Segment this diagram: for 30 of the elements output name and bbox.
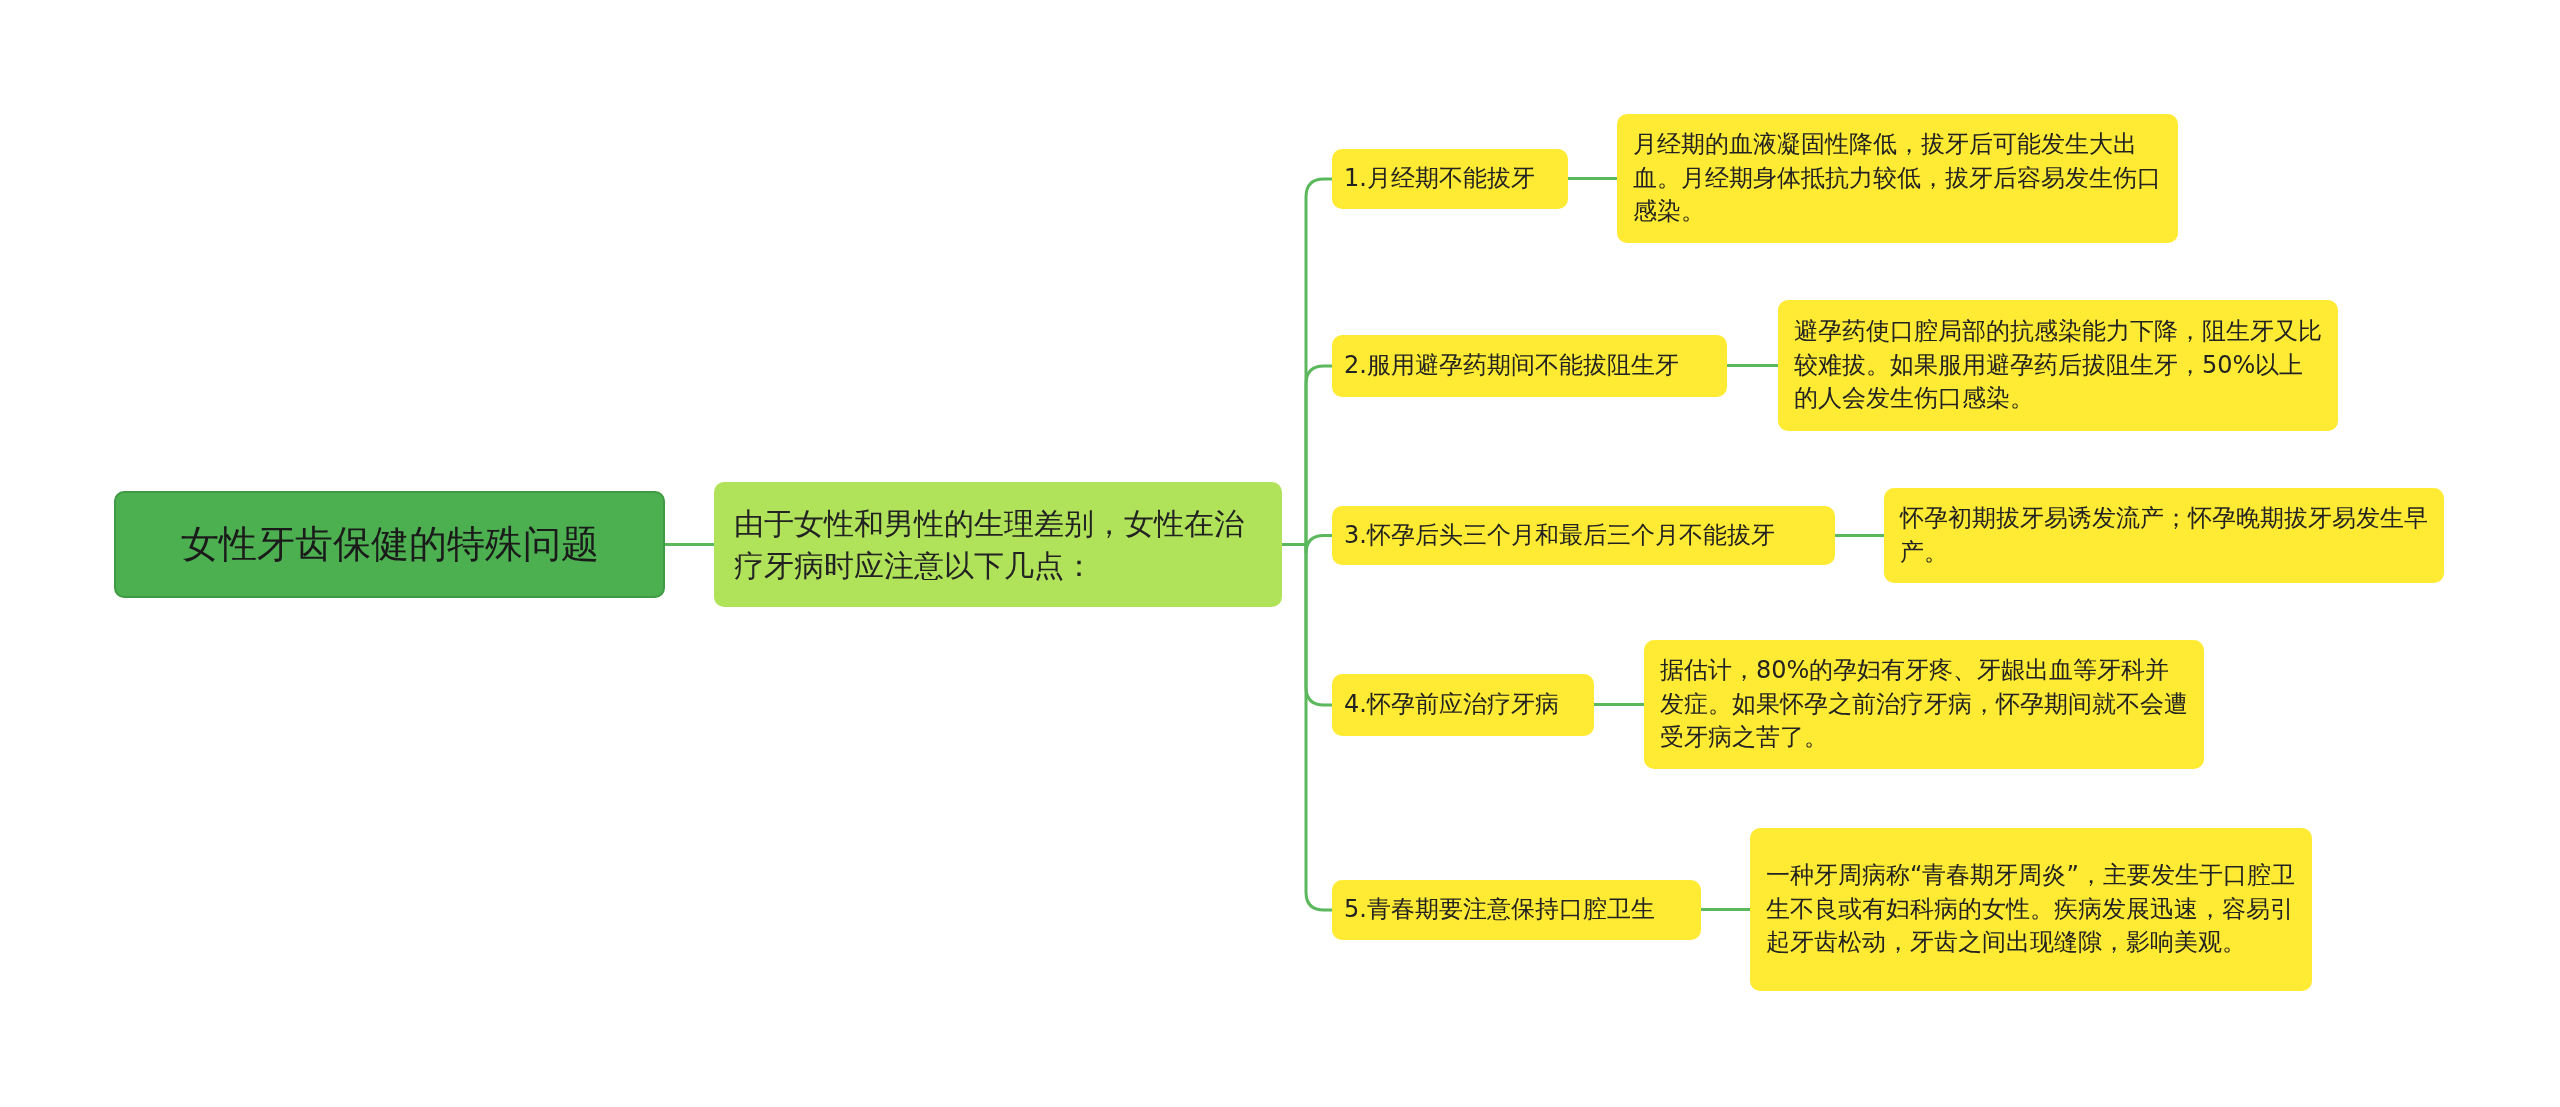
node-text: 2.服用避孕药期间不能拔阻生牙	[1344, 350, 1679, 382]
main-topic-box	[714, 482, 1282, 607]
node-text: 1.月经期不能拔牙	[1344, 163, 1535, 195]
node-text: 5.青春期要注意保持口腔卫生	[1344, 894, 1655, 926]
connector-line	[1701, 908, 1750, 911]
node-text: 一种牙周病称“青春期牙周炎”，主要发生于口腔卫生不良或有妇科病的女性。疾病发展迅速，容易引起牙齿松动，牙齿之间出现缝隙，影响美观。	[1766, 860, 2296, 959]
node-text: 由于女性和男性的生理差别，女性在治疗牙病时应注意以下几点：	[734, 504, 1245, 585]
detail-box	[1644, 640, 2204, 769]
node-text: 月经期的血液凝固性降低，拔牙后可能发生大出血。月经期身体抵抗力较低，拔牙后容易发生伤口感染。	[1633, 129, 2162, 228]
subtopic-box	[1332, 674, 1594, 736]
connector-line	[665, 543, 714, 546]
detail-box	[1617, 114, 2178, 243]
subtopic-box	[1332, 335, 1727, 397]
node-text: 据估计，80%的孕妇有牙疼、牙龈出血等牙科并发症。如果怀孕之前治疗牙病，怀孕期间就不会遭受牙病之苦了。	[1660, 655, 2188, 754]
detail-box	[1884, 488, 2444, 583]
subtopic-box	[1332, 506, 1835, 565]
node-text: 避孕药使口腔局部的抗感染能力下降，阻生牙又比较难拔。如果服用避孕药后拔阻生牙，50%以上的人会发生伤口感染。	[1794, 316, 2322, 415]
root-topic-box	[114, 491, 665, 598]
node-text: 3.怀孕后头三个月和最后三个月不能拔牙	[1344, 519, 1775, 551]
connector-line	[1594, 703, 1644, 706]
connector-line	[1727, 364, 1778, 367]
connector-line	[1835, 534, 1884, 537]
subtopic-box	[1332, 149, 1568, 209]
subtopic-box	[1332, 880, 1701, 940]
detail-box	[1778, 300, 2338, 431]
connector-line	[1568, 177, 1617, 180]
node-text: 4.怀孕前应治疗牙病	[1344, 689, 1559, 721]
detail-box	[1750, 828, 2312, 991]
node-text: 女性牙齿保健的特殊问题	[180, 520, 599, 568]
node-text: 怀孕初期拔牙易诱发流产；怀孕晚期拔牙易发生早产。	[1900, 502, 2428, 568]
